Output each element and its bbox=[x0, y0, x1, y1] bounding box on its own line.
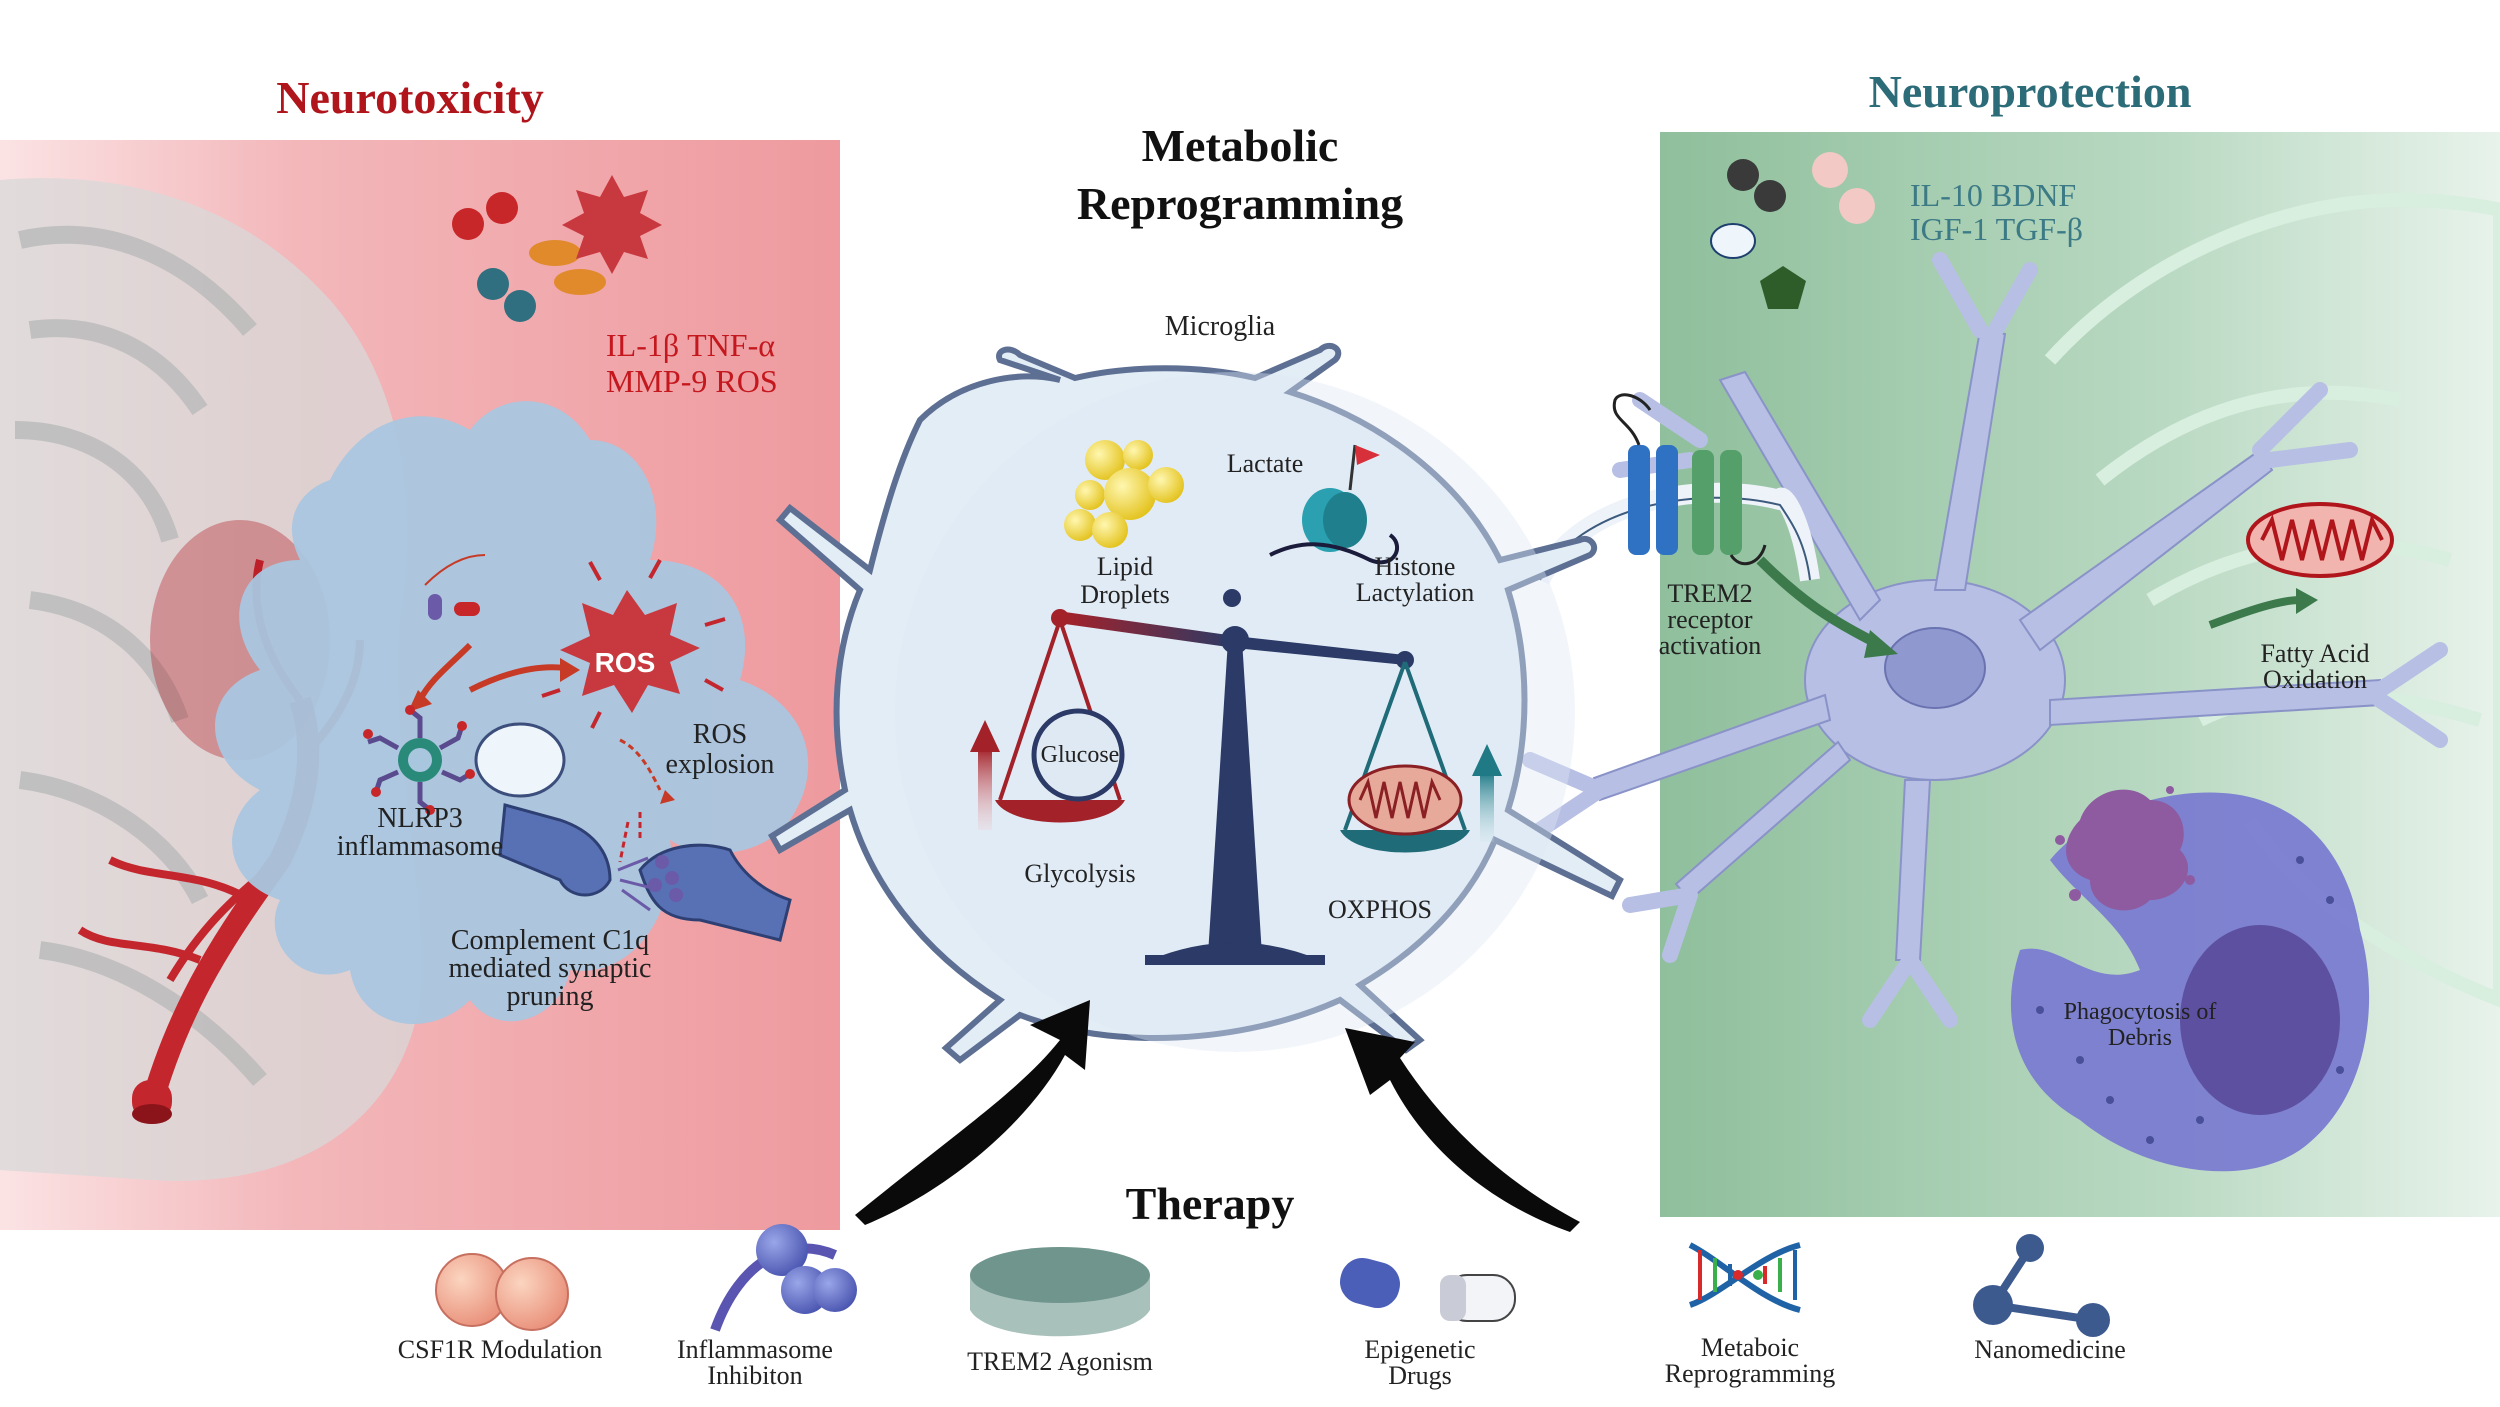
lactate-label: Lactate bbox=[1226, 449, 1304, 478]
lipid-droplets-line1: Lipid bbox=[1096, 552, 1154, 581]
phagocytosis-line2: Debris bbox=[2108, 1025, 2172, 1051]
neurotoxicity-title: Neurotoxicity bbox=[276, 72, 544, 123]
complement-label-line1: Complement C1q bbox=[450, 925, 650, 956]
histone-lactylation-line2: Lactylation bbox=[1355, 578, 1475, 607]
microglia-label: Microglia bbox=[1164, 311, 1276, 342]
metaboic-reprogramming-line1: Metaboic bbox=[1700, 1333, 1800, 1362]
ros-explosion-line2: explosion bbox=[665, 749, 775, 780]
nanomedicine-label: Nanomedicine bbox=[1974, 1335, 2126, 1364]
csf1r-modulation-label: CSF1R Modulation bbox=[397, 1335, 603, 1364]
toxic-cytokines-line2: MMP-9 ROS bbox=[606, 363, 778, 399]
trem2-receptor-icon bbox=[1531, 393, 1820, 585]
trem2-agonism-label: TREM2 Agonism bbox=[967, 1347, 1153, 1376]
epigenetic-drugs-line2: Drugs bbox=[1388, 1361, 1452, 1390]
trem2-agonism-icon bbox=[970, 1247, 1150, 1337]
therapy-arrows bbox=[855, 1000, 1580, 1232]
trem2-activation-line1: TREM2 bbox=[1667, 579, 1753, 608]
oxphos-label: OXPHOS bbox=[1327, 895, 1433, 924]
histone-icon bbox=[1269, 444, 1400, 565]
ros-burst-label: ROS bbox=[594, 647, 656, 678]
metaboic-reprogramming-line2: Reprogramming bbox=[1664, 1359, 1836, 1388]
neuroprotection-panel bbox=[1522, 132, 2500, 1217]
neurotoxicity-panel bbox=[0, 140, 840, 1230]
inflammasome-inhibition-line2: Inhibiton bbox=[707, 1361, 803, 1390]
toxic-cytokines-line1: IL-1β TNF-α bbox=[606, 327, 776, 363]
inflammasome-inhibitor-icon bbox=[710, 1224, 857, 1332]
epigenetic-drug-icon bbox=[1340, 1257, 1516, 1322]
trem2-activation-line2: receptor bbox=[1667, 605, 1753, 634]
complement-label-line2: mediated synaptic bbox=[448, 953, 652, 984]
metabolic-reprogramming-title-line1: Metabolic bbox=[1141, 120, 1339, 171]
glycolysis-label: Glycolysis bbox=[1024, 859, 1136, 888]
dna-icon bbox=[1688, 1242, 1801, 1313]
inflammasome-inhibition-line1: Inflammasome bbox=[677, 1335, 833, 1364]
lipid-droplets-icon bbox=[1064, 440, 1184, 548]
lipid-droplets-line2: Droplets bbox=[1080, 580, 1170, 609]
nlrp3-label-line1: NLRP3 bbox=[377, 803, 463, 834]
complement-label-line3: pruning bbox=[506, 981, 594, 1012]
nanomedicine-icon bbox=[1973, 1234, 2110, 1337]
epigenetic-drugs-line1: Epigenetic bbox=[1364, 1335, 1476, 1364]
synapse-icon bbox=[498, 803, 792, 942]
glucose-label: Glucose bbox=[1040, 742, 1120, 768]
therapy-title: Therapy bbox=[1125, 1178, 1295, 1229]
ros-burst-icon bbox=[541, 559, 726, 729]
histone-lactylation-line1: Histone bbox=[1374, 552, 1456, 581]
protective-cytokines-line2: IGF-1 TGF-β bbox=[1910, 211, 2084, 247]
nlrp3-inflammasome-icon bbox=[363, 705, 475, 815]
balance-scale-icon bbox=[970, 589, 1502, 965]
phagocyte-icon bbox=[2010, 786, 2370, 1172]
fatty-acid-oxidation-line1: Fatty Acid bbox=[2260, 639, 2370, 668]
nlrp3-label-line2: inflammasome bbox=[336, 831, 504, 862]
mitochondrion-icon bbox=[2246, 502, 2394, 578]
neuroprotection-title: Neuroprotection bbox=[1868, 66, 2192, 117]
metabolic-reprogramming-title-line2: Reprogramming bbox=[1076, 178, 1404, 229]
phagocytosis-line1: Phagocytosis of bbox=[2063, 999, 2217, 1025]
center-microglia bbox=[767, 342, 1624, 1064]
ros-explosion-line1: ROS bbox=[692, 719, 748, 750]
csf1r-icon bbox=[435, 1253, 569, 1331]
trem2-activation-line3: activation bbox=[1658, 631, 1762, 660]
fatty-acid-oxidation-line2: Oxidation bbox=[2263, 665, 2367, 694]
protective-cytokines-line1: IL-10 BDNF bbox=[1910, 177, 2077, 213]
